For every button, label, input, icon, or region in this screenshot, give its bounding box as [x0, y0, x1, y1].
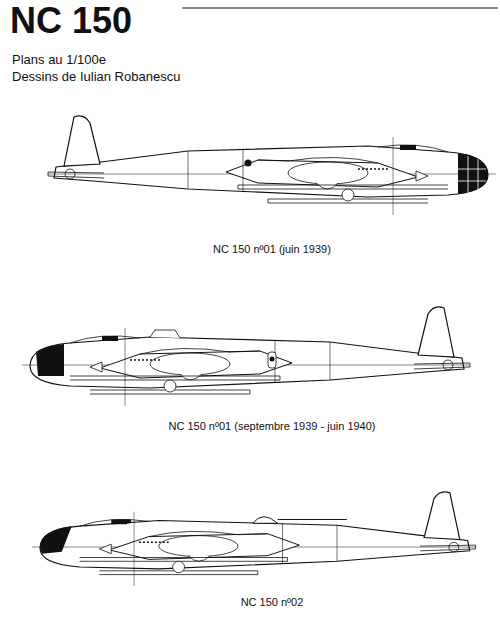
view-caption: NC 150 nº01 (juin 1939)	[213, 243, 331, 255]
drawing-title: NC 150	[10, 0, 132, 42]
author-note: Dessins de Iulian Robanescu	[12, 69, 180, 84]
scale-note: Plans au 1/100e	[12, 52, 106, 67]
view-caption: NC 150 nº01 (septembre 1939 - juin 1940)	[168, 420, 375, 432]
view-caption: NC 150 nº02	[241, 596, 304, 608]
